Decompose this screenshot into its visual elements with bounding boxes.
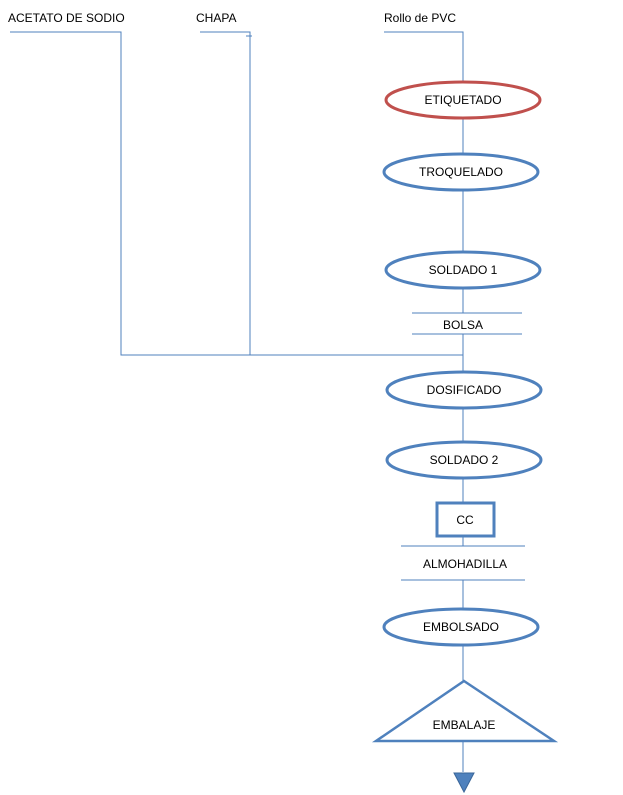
embalaje-triangle (371, 679, 559, 743)
process-nodes (382, 80, 543, 647)
almohadilla-label: ALMOHADILLA (423, 557, 507, 571)
embalaje-label: EMBALAJE (433, 718, 496, 732)
cc-box (435, 501, 496, 538)
embolsado-node (382, 607, 540, 647)
troquelado-node (382, 152, 540, 192)
input-lines (10, 31, 464, 356)
etiquetado-node (384, 80, 542, 120)
soldado2-node (385, 440, 543, 480)
acetato-label: ACETATO DE SODIO (8, 11, 125, 25)
troquelado-label: TROQUELADO (419, 165, 503, 179)
intermediate-bars (401, 312, 525, 581)
acetato-input-line (10, 31, 463, 356)
dosificado-label: DOSIFICADO (427, 383, 502, 397)
embolsado-label: EMBOLSADO (423, 620, 499, 634)
etiquetado-label: ETIQUETADO (424, 93, 501, 107)
end-marker-triangle (453, 772, 475, 794)
rollo-label: Rollo de PVC (384, 11, 456, 25)
rollo-input-line (384, 31, 464, 84)
soldado1-label: SOLDADO 1 (429, 263, 498, 277)
soldado2-label: SOLDADO 2 (430, 453, 499, 467)
labels: ACETATO DE SODIO CHAPA Rollo de PVC ETIQ… (8, 11, 507, 732)
chapa-label: CHAPA (196, 11, 236, 25)
soldado1-node (384, 250, 542, 290)
cc-label: CC (456, 513, 474, 527)
dosificado-node (385, 370, 543, 410)
bolsa-label: BOLSA (443, 318, 483, 332)
chapa-input-line (200, 31, 251, 355)
